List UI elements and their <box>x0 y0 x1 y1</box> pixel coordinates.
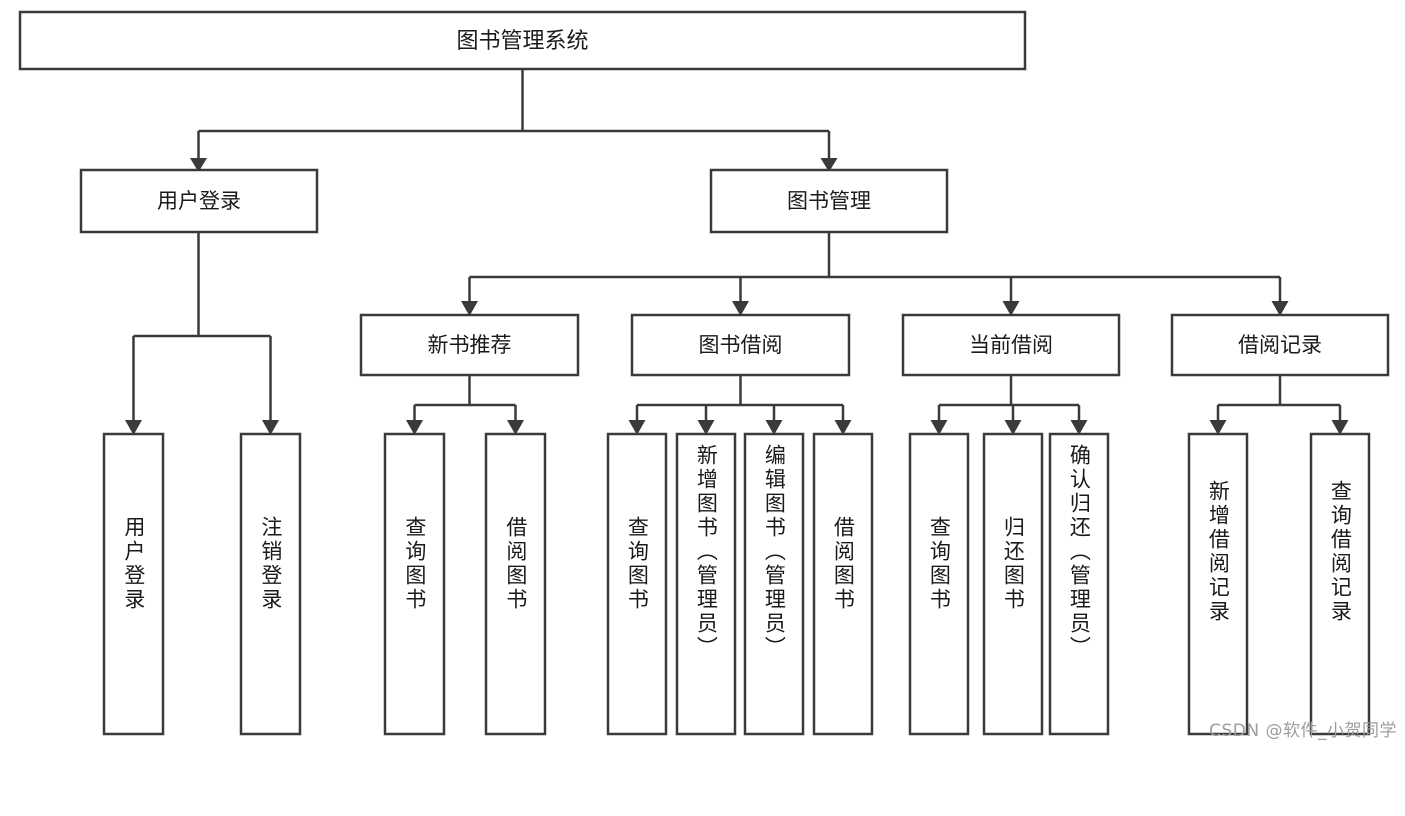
arrow-records-leaf-2 <box>1331 420 1349 435</box>
leaf-box-add-borrow-record[interactable] <box>1187 432 1249 736</box>
leaf-box-return-book[interactable] <box>982 432 1044 736</box>
node-user-login[interactable]: 用户登录 <box>79 168 319 234</box>
node-new-book-recommend[interactable]: 新书推荐 <box>359 313 580 377</box>
node-root-label: 图书管理系统 <box>456 29 588 54</box>
diagram-svg: 图书管理系统 用户登录 图书管理 新书推荐 图书借阅 当前借阅 借阅记录 <box>18 10 1390 736</box>
leaf-box-confirm-return-admin[interactable] <box>1048 432 1110 736</box>
leaf-node-group-new-book-recommend <box>383 432 547 736</box>
leaf-box-edit-book-admin[interactable] <box>743 432 805 736</box>
watermark-text: CSDN @软件_小贺同学 <box>1209 721 1397 741</box>
leaf-box-query-borrow-record[interactable] <box>1309 432 1371 736</box>
node-borrow-records-label: 借阅记录 <box>1238 333 1322 357</box>
node-root-box[interactable] <box>18 10 1027 71</box>
flowchart-canvas: 图书管理系统 用户登录 图书管理 新书推荐 图书借阅 当前借阅 借阅记录 <box>18 10 1397 741</box>
node-root[interactable]: 图书管理系统 <box>18 10 1027 71</box>
arrow-borrow-leaf-1 <box>628 420 646 435</box>
leaf-box-add-book-admin[interactable] <box>675 432 737 736</box>
leaf-box-borrow-book[interactable] <box>812 432 874 736</box>
node-book-borrow-box[interactable] <box>630 313 851 377</box>
leaf-box-query-book-current[interactable] <box>908 432 970 736</box>
node-current-borrow-box[interactable] <box>901 313 1121 377</box>
node-book-borrow[interactable]: 图书借阅 <box>630 313 851 377</box>
arrow-borrow-leaf-4 <box>834 420 852 435</box>
node-book-management-box[interactable] <box>709 168 949 234</box>
arrow-user-login-leaf-1 <box>125 420 142 435</box>
connector-layer <box>125 69 1349 435</box>
leaf-node-group-user-login <box>102 432 302 736</box>
leaf-node-group-current-borrow <box>908 432 1110 736</box>
arrow-current-leaf-2 <box>1004 420 1022 435</box>
node-user-login-label: 用户登录 <box>157 189 241 213</box>
arrow-records-leaf-1 <box>1209 420 1227 435</box>
arrow-book-mgmt-borrow <box>732 301 749 316</box>
leaf-box-borrow-book-recommend[interactable] <box>484 432 547 736</box>
node-new-book-recommend-box[interactable] <box>359 313 580 377</box>
arrow-root-to-user-login <box>190 158 207 172</box>
node-current-borrow[interactable]: 当前借阅 <box>901 313 1121 377</box>
arrow-book-mgmt-current <box>1002 301 1020 316</box>
leaf-box-query-book-recommend[interactable] <box>383 432 446 736</box>
leaf-node-group-borrow-records <box>1187 432 1371 736</box>
node-book-borrow-label: 图书借阅 <box>699 333 783 357</box>
node-user-login-box[interactable] <box>79 168 319 234</box>
arrow-new-books-leaf-2 <box>507 420 524 435</box>
arrow-current-leaf-3 <box>1070 420 1088 435</box>
arrow-borrow-leaf-3 <box>765 420 783 435</box>
leaf-box-user-login[interactable] <box>102 432 165 736</box>
arrow-current-leaf-1 <box>930 420 948 435</box>
node-book-management-label: 图书管理 <box>787 189 871 213</box>
node-borrow-records[interactable]: 借阅记录 <box>1170 313 1390 377</box>
arrow-root-to-book-mgmt <box>820 158 838 172</box>
arrow-new-books-leaf-1 <box>406 420 423 435</box>
node-borrow-records-box[interactable] <box>1170 313 1390 377</box>
leaf-node-group-book-borrow <box>606 432 874 736</box>
arrow-book-mgmt-new-books <box>461 301 478 316</box>
node-book-management[interactable]: 图书管理 <box>709 168 949 234</box>
leaf-box-logout[interactable] <box>239 432 302 736</box>
node-current-borrow-label: 当前借阅 <box>969 333 1053 357</box>
node-new-book-recommend-label: 新书推荐 <box>428 333 512 357</box>
arrow-user-login-leaf-2 <box>262 420 279 435</box>
leaf-box-query-book-borrow[interactable] <box>606 432 668 736</box>
arrow-book-mgmt-records <box>1271 301 1289 316</box>
arrow-borrow-leaf-2 <box>697 420 715 435</box>
